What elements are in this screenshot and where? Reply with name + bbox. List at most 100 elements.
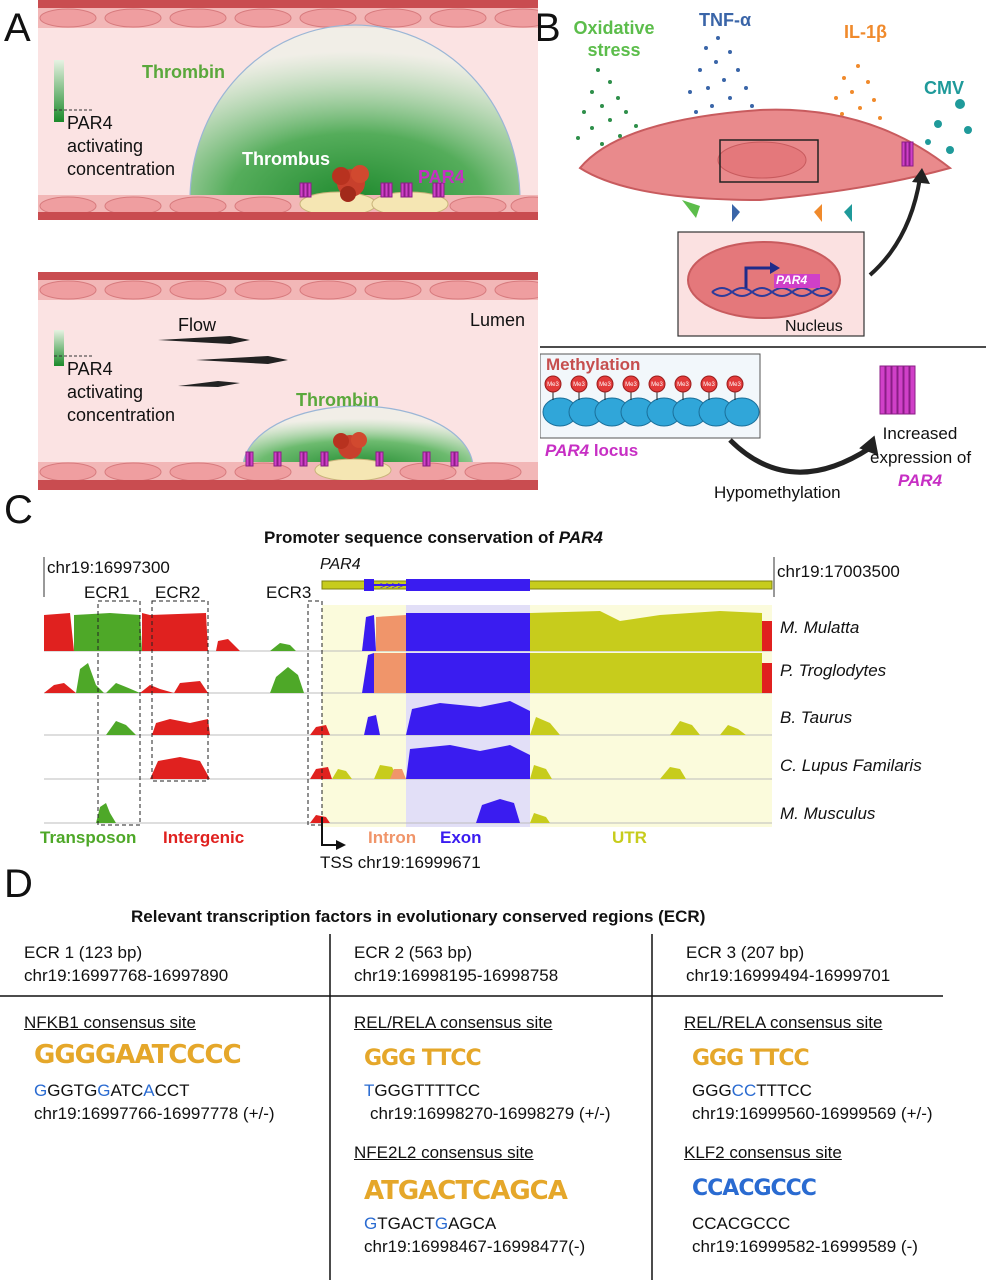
klf2-location: chr19:16999582-16999589 (-) xyxy=(692,1237,918,1256)
species-label-5: M. Musculus xyxy=(780,804,876,823)
ecr3-label: ECR3 xyxy=(266,583,312,602)
svg-text:Me3: Me3 xyxy=(651,382,663,388)
nfkb1-site-title: NFKB1 consensus site xyxy=(24,1013,196,1032)
svg-text:Me3: Me3 xyxy=(573,382,585,388)
track-mulatta xyxy=(44,611,772,651)
par4-receptors-top xyxy=(299,182,445,198)
ecr2-relrela-logo: GGG TTCC xyxy=(364,1046,482,1071)
par4-locus-label: PAR4 locus xyxy=(545,441,639,460)
ecr3-relrela-logo: GGG TTCC xyxy=(692,1046,810,1071)
panel-d-table-lines xyxy=(0,934,943,1280)
par4-receptor-expressed xyxy=(879,365,916,415)
ecr3-relrela-sequence: GGGCCTTTCC xyxy=(692,1081,812,1100)
concentration-gradient-legend-bottom xyxy=(54,330,64,366)
svg-text:Me3: Me3 xyxy=(729,382,741,388)
svg-text:>>>>: >>>> xyxy=(380,581,404,592)
cell-nucleus xyxy=(717,141,807,179)
legend-intron: Intron xyxy=(368,828,417,847)
nfe2l2-site-title: NFE2L2 consensus site xyxy=(354,1143,534,1162)
species-label-2: P. Troglodytes xyxy=(780,661,887,680)
par4-gene-block xyxy=(774,274,820,288)
panel-label-a: A xyxy=(4,6,31,50)
methylation-label: Methylation xyxy=(546,355,641,374)
coord-right: chr19:17003500 xyxy=(777,562,900,581)
increased-expression-gene: PAR4 xyxy=(897,471,943,490)
species-label-1: M. Mulatta xyxy=(780,618,860,637)
flow-label: Flow xyxy=(178,315,217,335)
par4-receptor-cell xyxy=(901,141,914,167)
par4-label-top: PAR4 xyxy=(418,167,465,187)
thrombin-label-top: Thrombin xyxy=(142,62,225,82)
oxidative-stress-label-line1: Oxidative xyxy=(573,18,655,38)
panel-label-c: C xyxy=(4,488,33,532)
gene-model-utr xyxy=(321,580,773,590)
track-musculus xyxy=(96,799,550,823)
promoter-arrow xyxy=(744,266,770,288)
hypomethylation-label: Hypomethylation xyxy=(714,483,841,502)
tnf-alpha-label: TNF-α xyxy=(699,10,752,30)
cmv-label: CMV xyxy=(924,78,964,98)
panel-c-title: Promoter sequence conservation of PAR4 xyxy=(264,528,603,547)
oxidative-stress-label-line2: stress xyxy=(587,40,641,60)
nucleosomes xyxy=(542,397,760,427)
ecr1-box xyxy=(97,600,141,826)
dna-helix xyxy=(711,287,833,297)
species-label-3: B. Taurus xyxy=(780,708,853,727)
concentration-gradient-legend-top xyxy=(54,60,64,122)
thrombin-dome-top xyxy=(189,24,521,201)
ecr1-coords: chr19:16997768-16997890 xyxy=(24,966,229,985)
legend-exon: Exon xyxy=(440,828,482,847)
signal-arrows xyxy=(682,200,852,222)
track-taurus xyxy=(106,701,746,735)
ecr2-box xyxy=(151,600,209,782)
klf2-sequence-logo: CCACGCCC xyxy=(692,1176,817,1201)
ecr3-coords: chr19:16999494-16999701 xyxy=(686,966,891,985)
ecr2-relrela-sequence: TGGGTTTTCC xyxy=(364,1081,481,1100)
thrombin-label-bottom: Thrombin xyxy=(296,390,379,410)
legend-bottom-line3: concentration xyxy=(67,405,176,425)
ecr1-head: ECR 1 (123 bp) xyxy=(24,943,143,962)
nfkb1-sequence: GGGTGGATCACCT xyxy=(34,1081,190,1100)
par4-receptors-bottom xyxy=(245,451,459,467)
legend-intergenic: Intergenic xyxy=(163,828,245,847)
increased-expression-line1: Increased xyxy=(882,424,958,443)
gene-model-exon2 xyxy=(406,579,530,591)
track-lupus xyxy=(150,745,686,779)
ecr3-box xyxy=(307,600,323,826)
nfe2l2-location: chr19:16998467-16998477(-) xyxy=(364,1237,586,1256)
gene-model-exon1 xyxy=(364,579,374,591)
ecr2-label: ECR2 xyxy=(155,583,201,602)
svg-text:Me3: Me3 xyxy=(677,382,689,388)
nfe2l2-sequence-logo: ATGACTCAGCA xyxy=(364,1176,568,1206)
legend-top-line3: concentration xyxy=(67,159,176,179)
panel-label-b: B xyxy=(534,6,561,50)
legend-top-line1: PAR4 xyxy=(67,113,113,133)
panel-a-illustration xyxy=(38,0,538,490)
thrombus-clot-bottom xyxy=(333,432,367,459)
ecr2-coords: chr19:16998195-16998758 xyxy=(354,966,559,985)
endothelium-top-row-bottom xyxy=(38,280,538,300)
ecr2-head: ECR 2 (563 bp) xyxy=(354,943,473,962)
ecr2-relrela-site-title: REL/RELA consensus site xyxy=(354,1013,553,1032)
nucleus-label: Nucleus xyxy=(785,318,843,335)
ecr3-relrela-site-title: REL/RELA consensus site xyxy=(684,1013,883,1032)
nfkb1-location: chr19:16997766-16997778 (+/-) xyxy=(34,1104,275,1123)
legend-bottom-line2: activating xyxy=(67,382,144,402)
thrombus-label: Thrombus xyxy=(242,149,330,169)
panel-d-title: Relevant transcription factors in evolut… xyxy=(131,907,706,926)
nfkb1-sequence-logo: GGGGAATCCCC xyxy=(34,1040,242,1070)
hypomethylation-arrow xyxy=(728,438,872,475)
ecr1-label: ECR1 xyxy=(84,583,130,602)
lumen-label: Lumen xyxy=(470,310,526,330)
nucleus-zoom-box xyxy=(719,139,819,183)
upregulation-arrow xyxy=(868,177,922,277)
svg-text:Me3: Me3 xyxy=(599,382,611,388)
ecr3-relrela-location: chr19:16999560-16999569 (+/-) xyxy=(692,1104,933,1123)
klf2-site-title: KLF2 consensus site xyxy=(684,1143,842,1162)
flow-arrows xyxy=(158,336,288,387)
gene-track-label: PAR4 xyxy=(320,556,361,573)
increased-expression-line2: expression of xyxy=(870,448,972,467)
svg-text:Me3: Me3 xyxy=(625,382,637,388)
coord-left: chr19:16997300 xyxy=(47,558,170,577)
